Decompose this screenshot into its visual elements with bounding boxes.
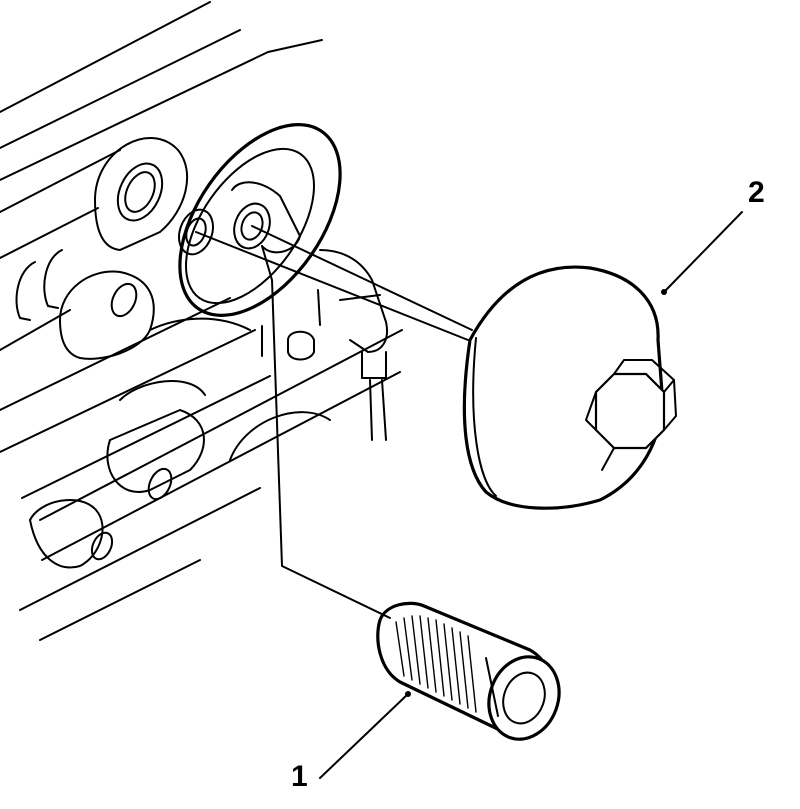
lower-boss-hole — [147, 467, 173, 501]
filter-axis-line — [195, 231, 469, 341]
upper-boss-hole-inner — [124, 171, 156, 213]
lower-lobe — [29, 498, 104, 569]
threaded-adapter — [376, 601, 561, 741]
assembly-lines — [195, 225, 473, 619]
block-edge-8 — [0, 329, 256, 453]
leader-dot-2 — [661, 289, 667, 295]
block-edge-2 — [0, 29, 241, 149]
leader-line-1 — [319, 693, 409, 779]
block-edge-top — [0, 1, 211, 113]
filter-hex-boss — [594, 372, 666, 450]
callout-label-1: 1 — [291, 760, 308, 793]
sender-body — [319, 249, 388, 353]
housing-bracket — [317, 289, 321, 326]
lower-curve — [229, 411, 331, 461]
sender-wire-b — [381, 379, 387, 441]
upper-boss — [94, 137, 189, 251]
oil-filter — [462, 265, 677, 510]
filter-hex-side — [663, 379, 677, 431]
adapter-bore — [502, 671, 546, 725]
callout-label-2: 2 — [748, 176, 765, 209]
housing-stud — [287, 330, 315, 361]
engine-block — [0, 1, 403, 641]
middle-lobe-hole — [110, 282, 138, 318]
casting-mark-c2 — [43, 249, 63, 309]
leader-line-2 — [665, 211, 743, 291]
block-edge-11 — [41, 371, 401, 561]
spigot-body — [231, 181, 301, 254]
sender-terminal — [361, 351, 387, 379]
leader-dot-1 — [405, 691, 411, 697]
middle-lobe — [59, 270, 155, 360]
adapter-axis-line — [261, 245, 391, 619]
block-edge-10 — [39, 329, 403, 521]
block-edge-12 — [19, 487, 261, 611]
adapter-threads — [395, 615, 477, 713]
adapter-shoulder — [485, 657, 499, 717]
spigot-end-outer — [233, 202, 271, 250]
upper-boss-hole-outer — [116, 162, 164, 222]
housing-flange-inner — [185, 147, 315, 305]
block-edge-4 — [0, 149, 121, 213]
filter-hex-top — [613, 359, 675, 393]
block-edge-3 — [0, 39, 323, 181]
block-edge-5 — [0, 207, 99, 259]
housing-flange-outer — [178, 123, 342, 317]
block-edge-13 — [39, 559, 201, 641]
lower-boss — [106, 409, 205, 493]
sender-wire-a — [369, 379, 373, 441]
lower-lobe-hole — [90, 531, 114, 561]
lower-web — [119, 380, 206, 401]
filter-hex-edges — [585, 391, 615, 471]
block-edge-6 — [0, 309, 71, 351]
block-edge-9 — [21, 375, 271, 499]
filter-housing — [178, 123, 388, 441]
filter-axis-line-2 — [251, 225, 473, 331]
casting-mark-c1 — [15, 261, 36, 321]
middle-lobe-web — [149, 317, 251, 331]
filter-rim — [472, 337, 497, 497]
